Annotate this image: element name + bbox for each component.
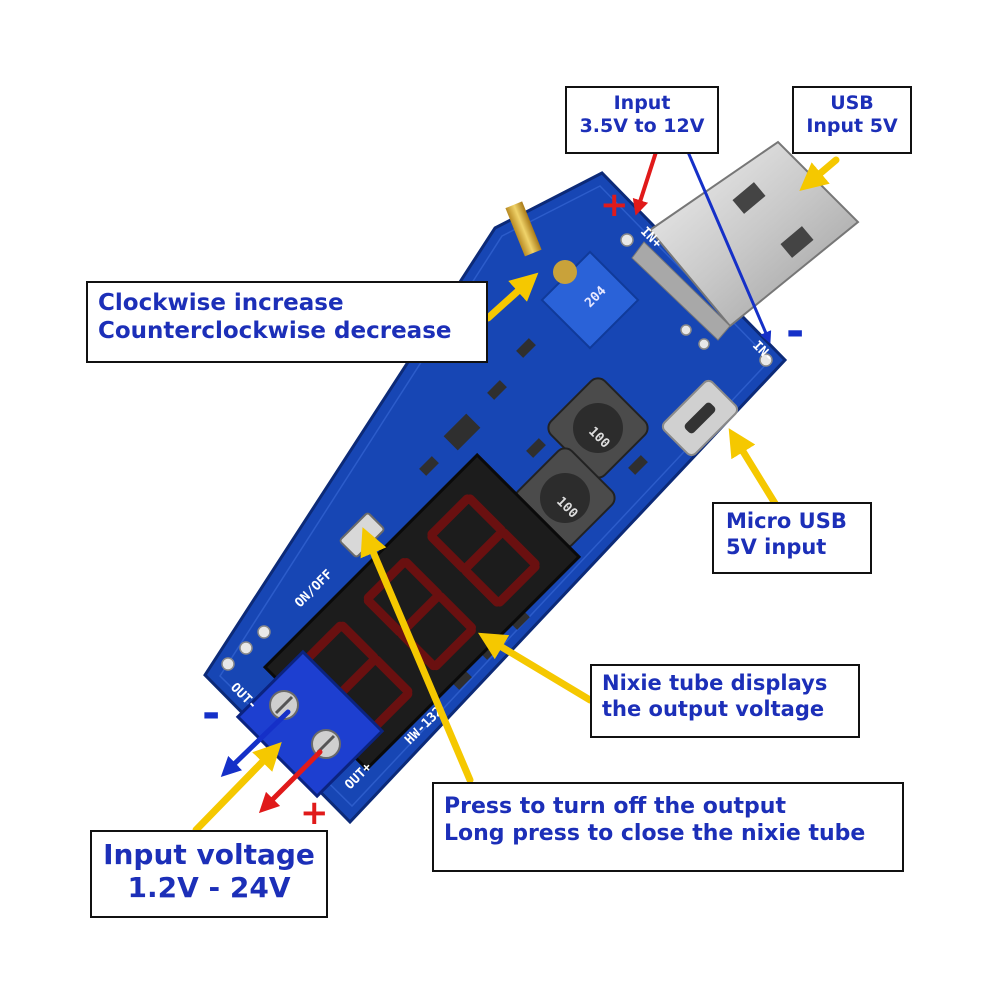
- callout-micro-usb-line1: Micro USB: [726, 509, 847, 533]
- callout-usb-input-line2: Input 5V: [806, 115, 898, 138]
- callout-nixie-display: Nixie tube displays the output voltage: [590, 664, 860, 738]
- callout-nixie-display-line2: the output voltage: [602, 696, 825, 721]
- callout-input-voltage-line2: 1.2V - 24V: [127, 871, 291, 905]
- arrow-input-minus: [686, 150, 772, 344]
- arrow-out-plus: [258, 749, 323, 814]
- callout-input-range: Input 3.5V to 12V: [565, 86, 719, 154]
- callout-nixie-display-line1: Nixie tube displays: [602, 671, 828, 695]
- callout-button-line1: Press to turn off the output: [444, 794, 786, 819]
- arrow-input-voltage: [192, 741, 282, 834]
- callout-usb-input: USB Input 5V: [792, 86, 912, 154]
- arrow-micro-usb: [728, 428, 780, 509]
- bottom-minus-sign: -: [202, 688, 221, 739]
- callout-potentiometer-line2: Counterclockwise decrease: [98, 318, 452, 345]
- callout-micro-usb-line2: 5V input: [726, 534, 827, 559]
- callout-potentiometer-line1: Clockwise increase: [98, 290, 344, 316]
- arrow-usb-input: [799, 156, 840, 192]
- callout-button-line2: Long press to close the nixie tube: [444, 820, 866, 846]
- arrow-nixie: [477, 632, 594, 704]
- callout-input-voltage: Input voltage 1.2V - 24V: [90, 830, 328, 918]
- callout-input-range-line2: 3.5V to 12V: [579, 115, 705, 138]
- bottom-plus-sign: +: [300, 793, 329, 833]
- callout-arrows: [192, 150, 840, 834]
- callout-potentiometer: Clockwise increase Counterclockwise decr…: [86, 281, 488, 363]
- top-minus-sign: -: [786, 306, 805, 357]
- arrow-potentiometer: [484, 272, 539, 322]
- top-plus-sign: +: [600, 185, 629, 225]
- arrow-button: [360, 527, 474, 784]
- solder-pads: [221, 233, 773, 671]
- callout-micro-usb: Micro USB 5V input: [712, 502, 872, 574]
- arrow-out-minus: [220, 709, 291, 777]
- callout-input-voltage-line1: Input voltage: [103, 838, 315, 871]
- potentiometer: [505, 201, 640, 350]
- callout-button: Press to turn off the output Long press …: [432, 782, 904, 872]
- arrow-input-plus: [632, 150, 658, 216]
- callout-usb-input-line1: USB: [830, 92, 874, 114]
- callout-input-range-line1: Input: [613, 92, 671, 114]
- micro-usb-connector: [661, 379, 739, 457]
